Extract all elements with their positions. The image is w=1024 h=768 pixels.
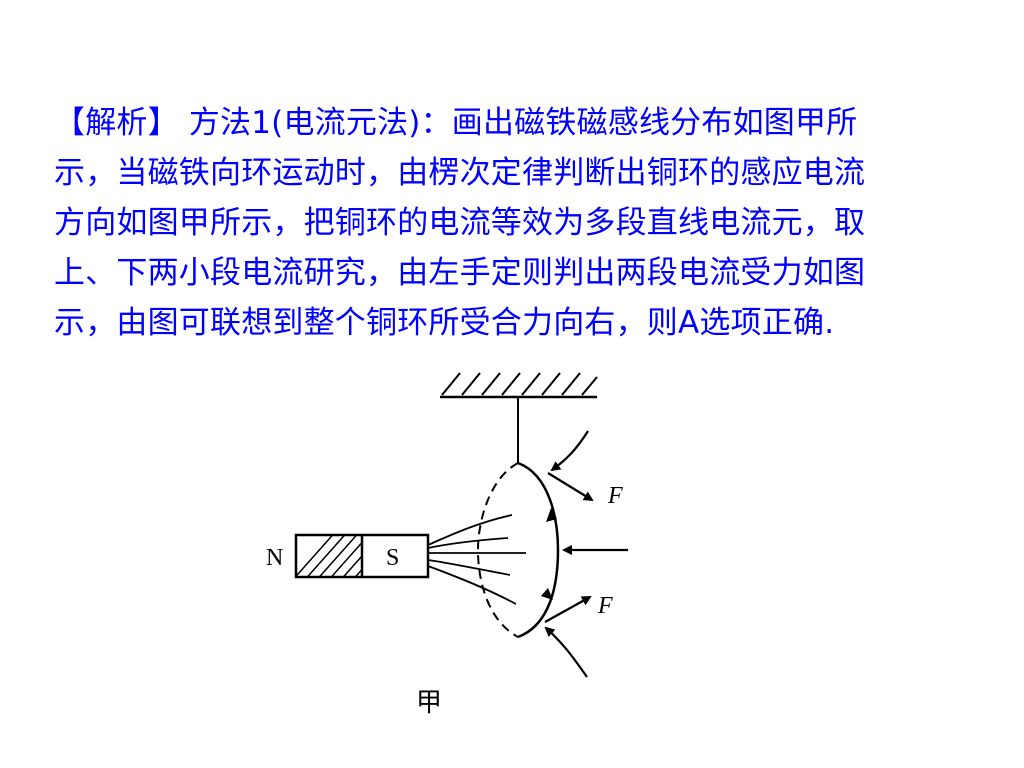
current-arrow-icon [541, 588, 553, 600]
force-label-upper: F [607, 483, 623, 509]
north-pole-label: N [266, 545, 283, 571]
force-arrow-lower [544, 596, 592, 623]
ceiling-support [440, 372, 598, 399]
bar-magnet [294, 533, 430, 579]
copper-ring [476, 461, 560, 639]
magnet-ring-diagram: N S F F 甲 [266, 372, 628, 718]
current-arrow-icon [546, 508, 557, 522]
analysis-line-2: 示，当磁铁向环运动时，由楞次定律判断出铜环的感应电流 [54, 155, 866, 191]
field-lines [427, 514, 526, 605]
upper-field-curve [550, 430, 589, 472]
force-arrow-upper [547, 472, 594, 502]
lower-field-curve [544, 626, 588, 678]
analysis-line-5: 示，由图可联想到整个铜环所受合力向右，则A选项正确. [54, 305, 835, 341]
north-pole-hatching [296, 535, 362, 577]
force-label-lower: F [597, 593, 613, 619]
analysis-line-3: 方向如图甲所示，把铜环的电流等效为多段直线电流元，取 [54, 205, 866, 241]
analysis-line-1: 【解析】 方法1(电流元法)：画出磁铁磁感线分布如图甲所 [54, 105, 858, 141]
figure-caption: 甲 [416, 688, 442, 718]
south-pole-label: S [386, 545, 399, 571]
analysis-line-4: 上、下两小段电流研究，由左手定则判出两段电流受力如图 [54, 255, 866, 291]
